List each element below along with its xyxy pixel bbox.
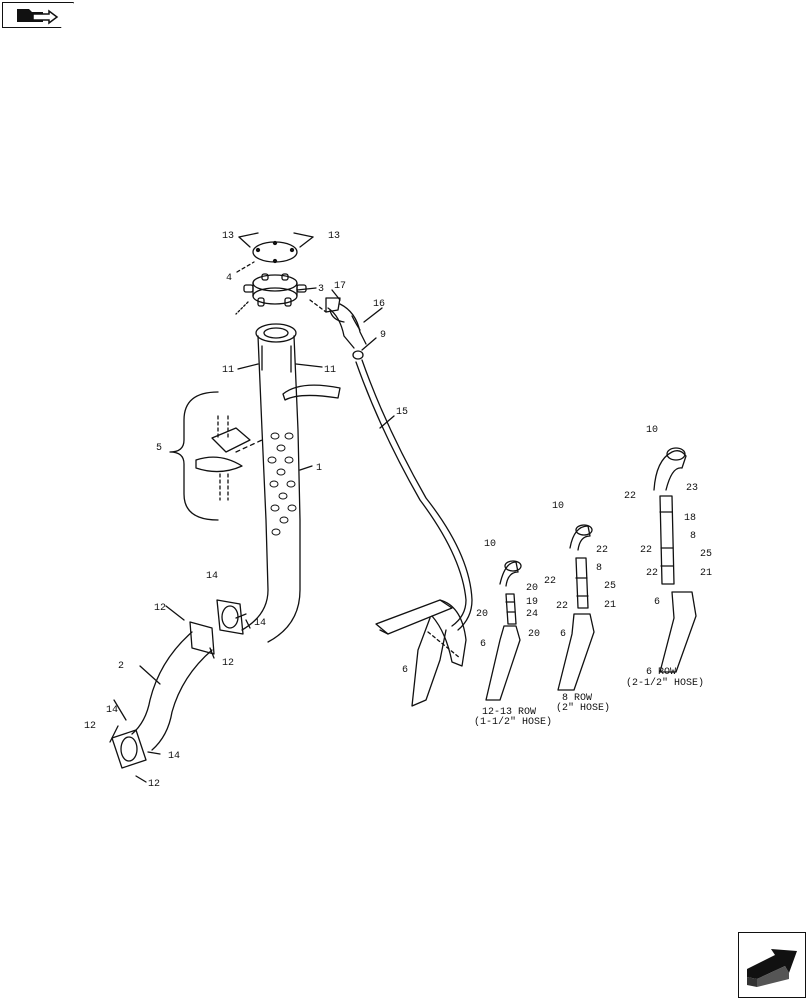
- callout-g2-6: 6: [560, 629, 566, 640]
- callout-13-right: 13: [328, 231, 340, 242]
- callout-g3-22-b: 22: [640, 545, 652, 556]
- callout-5: 5: [156, 443, 162, 454]
- callout-g1-20-b: 20: [476, 609, 488, 620]
- next-page-button[interactable]: [738, 932, 806, 998]
- callout-2: 2: [118, 661, 124, 672]
- callout-6-main: 6: [402, 665, 408, 676]
- callout-g1-6: 6: [480, 639, 486, 650]
- part-lower-flange-upper: [189, 599, 244, 655]
- caption-6-row: 6 ROW: [646, 667, 676, 678]
- callout-9: 9: [380, 330, 386, 341]
- folder-back-icon: [17, 9, 59, 25]
- callout-g3-21: 21: [700, 568, 712, 579]
- part-elbow: [327, 303, 367, 349]
- caption-8-row: 8 ROW: [562, 693, 592, 704]
- callout-g3-22-c: 22: [646, 568, 658, 579]
- callout-g2-22-a: 22: [596, 545, 608, 556]
- group-captions: 12-13 ROW (1-1/2" HOSE) 8 ROW (2" HOSE) …: [474, 667, 704, 728]
- callout-11-right: 11: [324, 365, 336, 376]
- callout-14-a: 14: [206, 571, 218, 582]
- callout-14-d: 14: [168, 751, 180, 762]
- callout-g3-22-a: 22: [624, 491, 636, 502]
- part-hose: [355, 359, 473, 631]
- callout-g2-21: 21: [604, 600, 616, 611]
- part-group-6-row: [653, 447, 697, 673]
- callout-12-b: 12: [222, 658, 234, 669]
- callout-1: 1: [316, 463, 322, 474]
- callout-g1-20-a: 20: [526, 583, 538, 594]
- callout-15: 15: [396, 407, 408, 418]
- callout-14-c: 14: [106, 705, 118, 716]
- part-bracket-assembly: [195, 384, 341, 501]
- callout-g3-6: 6: [654, 597, 660, 608]
- callout-g1-19: 19: [526, 597, 538, 608]
- previous-page-button[interactable]: [2, 2, 74, 28]
- callout-g3-23: 23: [686, 483, 698, 494]
- callout-g1-20-c: 20: [528, 629, 540, 640]
- callout-13-left: 13: [222, 231, 234, 242]
- caption-6-row-hose: (2-1/2" HOSE): [626, 677, 704, 689]
- callout-4: 4: [226, 273, 232, 284]
- callout-17: 17: [334, 281, 346, 292]
- part-shank-main: [375, 599, 467, 707]
- callout-g1-10: 10: [484, 539, 496, 550]
- callout-g3-25: 25: [700, 549, 712, 560]
- callout-g2-8: 8: [596, 563, 602, 574]
- callout-g2-22-b: 22: [544, 576, 556, 587]
- callout-g1-24: 24: [526, 609, 538, 620]
- caption-8-row-hose: (2" HOSE): [556, 702, 610, 714]
- callout-g3-8: 8: [690, 531, 696, 542]
- part-lower-flange-bottom: [111, 729, 147, 769]
- callout-16: 16: [373, 299, 385, 310]
- callout-g2-10: 10: [552, 501, 564, 512]
- callout-12-a: 12: [154, 603, 166, 614]
- part-group-12-13-row: [485, 560, 522, 701]
- part-main-tube: [241, 335, 301, 643]
- callout-g2-22-c: 22: [556, 601, 568, 612]
- callout-12-d: 12: [148, 779, 160, 790]
- callout-g2-25: 25: [604, 581, 616, 592]
- callout-g3-10: 10: [646, 425, 658, 436]
- caption-12-13-row-hose: (1-1/2" HOSE): [474, 716, 552, 728]
- callout-12-c: 12: [84, 721, 96, 732]
- callout-numbers: 13 13 4 3 17 16 9 11 11 15 5 1 14 12 14 …: [84, 231, 712, 790]
- part-gasket-lid: [252, 240, 298, 264]
- next-page-arrow-icon: [747, 949, 797, 987]
- part-lower-pipe: [131, 631, 213, 751]
- callout-g3-18: 18: [684, 513, 696, 524]
- callout-14-b: 14: [254, 618, 266, 629]
- callout-11-left: 11: [222, 365, 234, 376]
- caption-12-13-row: 12-13 ROW: [482, 707, 536, 718]
- part-group-8-row: [557, 524, 595, 691]
- callout-3: 3: [318, 284, 324, 295]
